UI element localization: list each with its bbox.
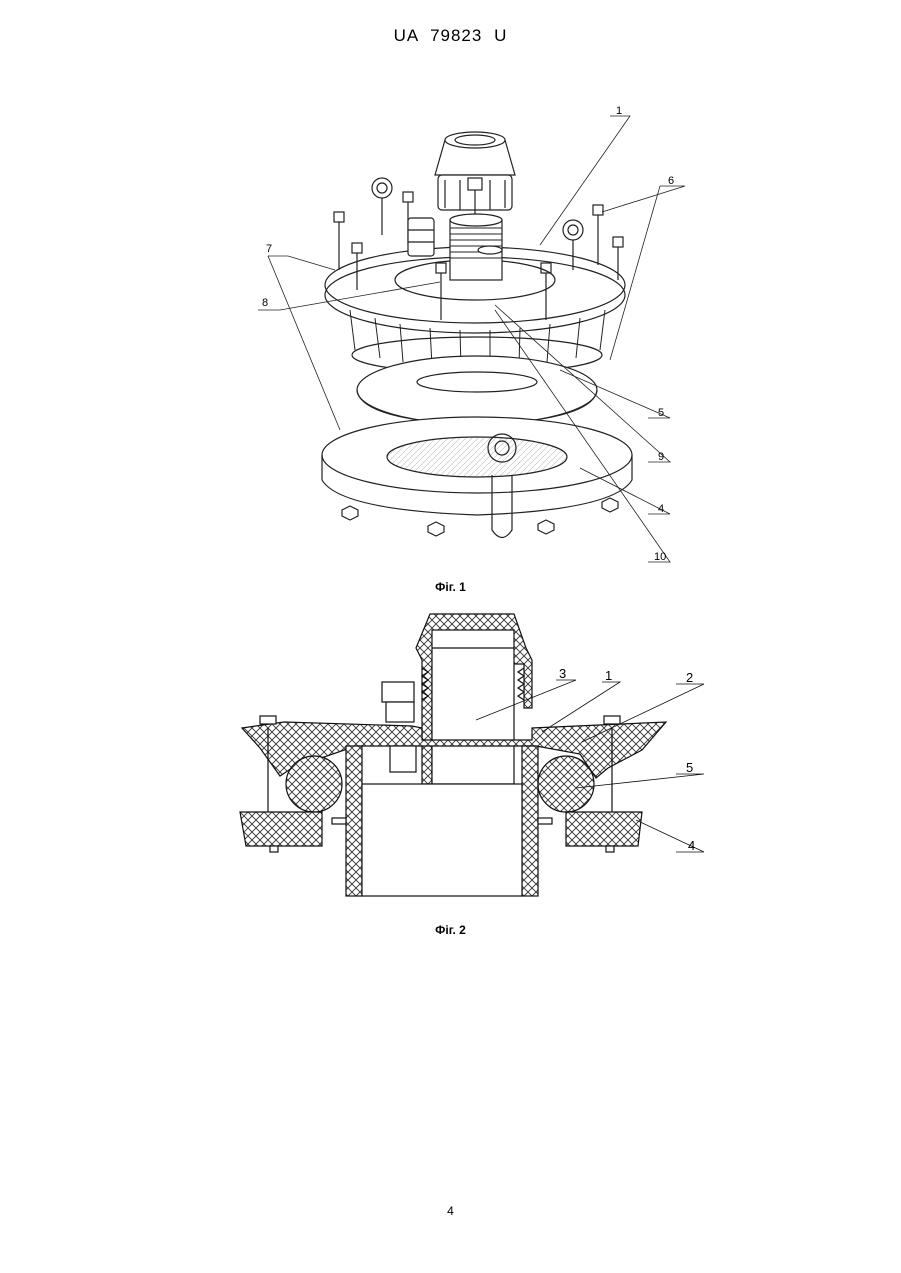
patent-header: UA 79823 U — [0, 26, 901, 46]
fig2-label-5: 5 — [686, 760, 693, 775]
figure-2-drawing: 3 1 2 5 4 — [236, 608, 716, 908]
fig1-label-5: 5 — [658, 407, 664, 419]
fig1-label-6: 6 — [668, 175, 674, 187]
fig2-label-3: 3 — [559, 666, 566, 681]
fig1-label-10: 10 — [654, 551, 666, 563]
header-country: UA — [394, 26, 419, 45]
figure-2-caption: Фіг. 2 — [0, 923, 901, 937]
header-kind: U — [494, 26, 507, 45]
figure-1-caption: Фіг. 1 — [0, 580, 901, 594]
fig2-label-2: 2 — [686, 670, 693, 685]
fig1-label-8: 8 — [262, 297, 268, 309]
figure-2: 3 1 2 5 4 — [236, 608, 716, 908]
figure-1: 1 6 7 8 5 9 4 10 — [240, 100, 700, 580]
fig2-label-4: 4 — [688, 838, 695, 853]
fig1-label-9: 9 — [658, 451, 664, 463]
fig1-label-1: 1 — [616, 105, 622, 117]
figure-1-drawing: 1 6 7 8 5 9 4 10 — [240, 100, 700, 580]
page-number: 4 — [0, 1204, 901, 1218]
header-number: 79823 — [430, 26, 482, 45]
fig2-label-1: 1 — [605, 668, 612, 683]
fig1-label-4: 4 — [658, 503, 664, 515]
fig1-label-7: 7 — [266, 243, 272, 255]
